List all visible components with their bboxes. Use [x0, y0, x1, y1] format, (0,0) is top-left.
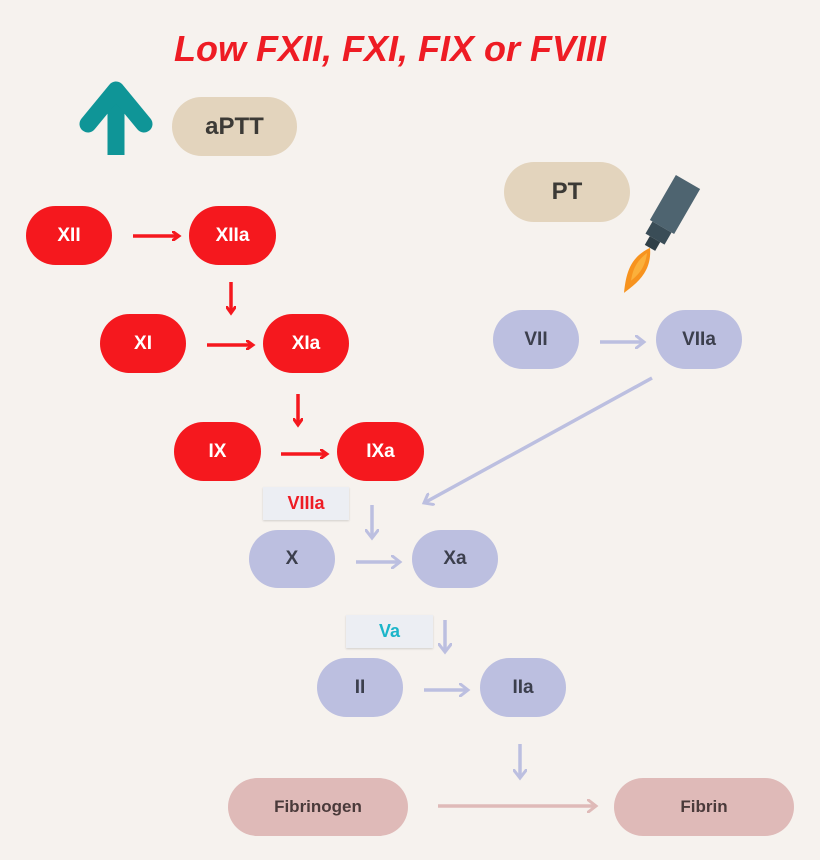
up-arrow-icon: [79, 81, 153, 155]
cofactor-viiia-tag: VIIIa: [263, 487, 349, 520]
fibrinogen: Fibrinogen: [228, 778, 408, 836]
factor-vii: VII: [493, 310, 579, 369]
rocket-icon: [624, 175, 701, 293]
factor-xiia: XIIa: [189, 206, 276, 265]
factor-xa: Xa: [412, 530, 498, 588]
factor-xi: XI: [100, 314, 186, 373]
page-title: Low FXII, FXI, FIX or FVIII: [173, 28, 607, 69]
cofactor-va-tag: Va: [346, 615, 433, 648]
factor-ixa: IXa: [337, 422, 424, 481]
factor-ii: II: [317, 658, 403, 717]
pt-badge: PT: [504, 162, 630, 222]
factor-ix: IX: [174, 422, 261, 481]
aptt-badge: aPTT: [172, 97, 297, 156]
factor-iia: IIa: [480, 658, 566, 717]
factor-xii: XII: [26, 206, 112, 265]
fibrin: Fibrin: [614, 778, 794, 836]
factor-xia: XIa: [263, 314, 349, 373]
factor-x: X: [249, 530, 335, 588]
factor-viia: VIIa: [656, 310, 742, 369]
